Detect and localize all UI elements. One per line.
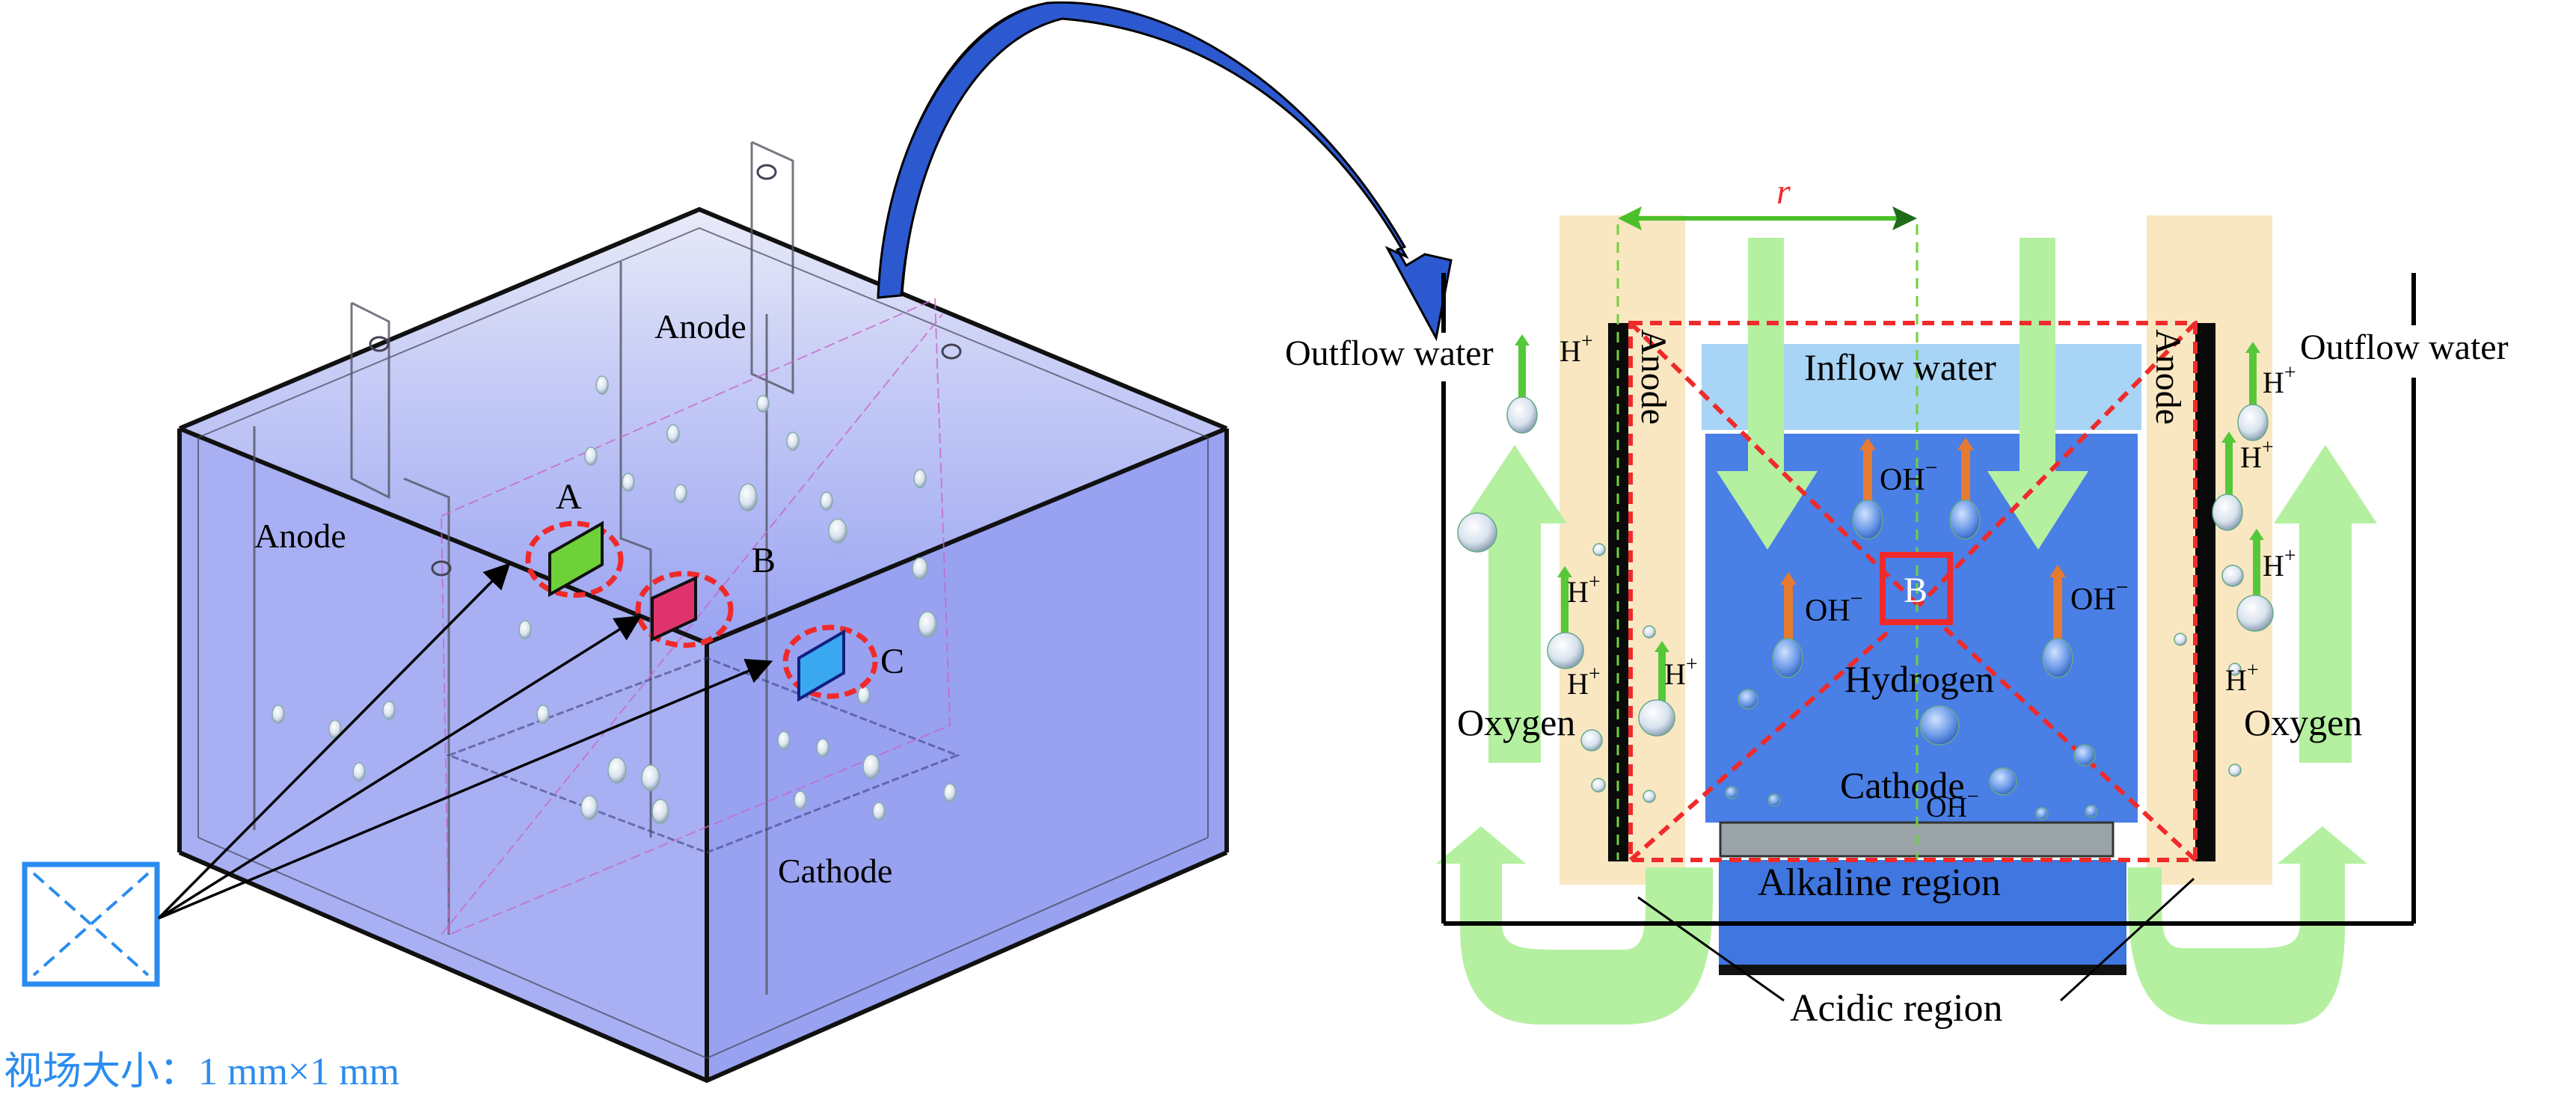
tab-hole bbox=[431, 560, 452, 577]
ion-h: H bbox=[1567, 667, 1589, 701]
ion-charge: + bbox=[2284, 361, 2296, 384]
label-acidic-region: Acidic region bbox=[1790, 987, 2002, 1030]
label-point-b: B bbox=[752, 541, 776, 580]
label-oxygen-right: Oxygen bbox=[2244, 701, 2362, 743]
tank-3d bbox=[177, 141, 1229, 1084]
up-arrow-right bbox=[2274, 445, 2377, 763]
ion-charge: + bbox=[1589, 663, 1601, 686]
label-point-a: A bbox=[556, 477, 582, 517]
label-oxygen-left: Oxygen bbox=[1457, 701, 1575, 743]
ion-charge: + bbox=[2262, 436, 2274, 459]
caption-field-of-view: 视场大小：1 mm×1 mm bbox=[4, 1051, 399, 1093]
label-anode-left: Anode bbox=[254, 517, 346, 555]
ion-h: H bbox=[2225, 663, 2247, 697]
svg-text:OH−: OH− bbox=[2070, 575, 2129, 617]
down-arrow-right bbox=[1987, 238, 2088, 550]
label-outflow-left: Outflow water bbox=[1285, 334, 1494, 373]
cross-section: r B bbox=[1436, 172, 2416, 1024]
point-b-marker[interactable]: B bbox=[1880, 552, 1953, 625]
tab-hole bbox=[941, 343, 962, 360]
ion-h: H bbox=[1560, 334, 1581, 368]
section-outline bbox=[1628, 321, 2198, 862]
svg-text:H+: H+ bbox=[2240, 436, 2274, 474]
flow-arrows bbox=[1436, 238, 2377, 1024]
ion-charge: + bbox=[2284, 544, 2296, 568]
label-inflow: Inflow water bbox=[1804, 346, 1996, 388]
ion-charge: − bbox=[1850, 586, 1863, 611]
h-plus-arrows bbox=[1515, 334, 2264, 710]
curved-arrow bbox=[877, 1, 1052, 299]
svg-text:H+: H+ bbox=[1567, 571, 1601, 609]
u-arrow-right bbox=[2128, 826, 2367, 1024]
sample-point-c[interactable] bbox=[782, 624, 878, 702]
ion-h: H bbox=[2263, 549, 2284, 583]
svg-text:H+: H+ bbox=[1567, 663, 1601, 701]
sample-patch-c bbox=[797, 629, 845, 702]
tab-hole bbox=[756, 164, 777, 180]
ion-charge: + bbox=[1686, 653, 1698, 676]
tank-bubbles bbox=[272, 375, 957, 824]
down-arrow-left bbox=[1717, 238, 1818, 550]
ion-oh: OH bbox=[1805, 594, 1850, 628]
acidic-region-pointers bbox=[1637, 877, 2195, 1002]
ion-h: H bbox=[1567, 575, 1589, 609]
ion-charge: + bbox=[1581, 330, 1593, 353]
oh-arrows bbox=[1780, 437, 2066, 643]
svg-text:OH−: OH− bbox=[1926, 785, 1979, 823]
ion-charge: + bbox=[2247, 659, 2259, 682]
anode-plates bbox=[253, 141, 794, 995]
sample-patch-b bbox=[651, 575, 697, 642]
radius-dimension bbox=[1618, 206, 1917, 230]
sample-point-a[interactable] bbox=[525, 520, 624, 598]
label-r: r bbox=[1776, 172, 1791, 212]
ion-h: H bbox=[1664, 657, 1686, 691]
tab-hole bbox=[369, 336, 390, 352]
ion-oh: OH bbox=[1926, 792, 1967, 823]
h-plus-labels: H+ H+ H+ H+ H+ H+ H+ H+ bbox=[1560, 330, 2296, 701]
label-point-c: C bbox=[880, 642, 904, 681]
ion-oh: OH bbox=[2070, 583, 2116, 617]
label-hydrogen: Hydrogen bbox=[1844, 658, 1994, 700]
label-alkaline-region: Alkaline region bbox=[1758, 861, 2001, 904]
svg-text:H+: H+ bbox=[2263, 544, 2296, 583]
ion-oh: OH bbox=[1880, 463, 1925, 497]
svg-text:H+: H+ bbox=[2263, 361, 2296, 399]
svg-text:H+: H+ bbox=[1560, 330, 1593, 368]
svg-text:H+: H+ bbox=[2225, 659, 2259, 697]
sample-point-b[interactable] bbox=[635, 571, 734, 648]
label-anode-top: Anode bbox=[654, 307, 746, 345]
ion-charge: − bbox=[1925, 455, 1938, 480]
label-cathode-section: Cathode bbox=[1840, 764, 1965, 806]
ion-charge: − bbox=[2116, 575, 2129, 600]
section-bubbles bbox=[1457, 396, 2274, 820]
cathode-plate bbox=[445, 657, 961, 854]
oh-minus-labels: OH− OH− OH− OH− bbox=[1805, 455, 2129, 823]
field-of-view-icon bbox=[22, 861, 160, 987]
svg-text:H+: H+ bbox=[1664, 653, 1698, 691]
label-outflow-right: Outflow water bbox=[2300, 328, 2509, 367]
ion-charge: + bbox=[1589, 571, 1601, 594]
ion-charge: − bbox=[1967, 785, 1979, 808]
curved-arrow-body bbox=[877, 1, 1453, 342]
sample-patch-a bbox=[548, 520, 604, 597]
anode-plate-right bbox=[2195, 323, 2215, 861]
svg-text:OH−: OH− bbox=[1805, 586, 1863, 628]
ion-h: H bbox=[2240, 440, 2262, 474]
alkaline-region-box bbox=[1719, 860, 2126, 972]
ion-h: H bbox=[2263, 366, 2284, 399]
svg-text:OH−: OH− bbox=[1880, 455, 1938, 497]
label-point-b-section: B bbox=[1904, 571, 1928, 610]
label-cathode: Cathode bbox=[778, 852, 892, 890]
pointer-lines bbox=[157, 562, 773, 920]
label-anode-left-section: Anode bbox=[1634, 329, 1673, 425]
u-arrow-left bbox=[1436, 826, 1713, 1024]
label-anode-right-section: Anode bbox=[2148, 329, 2188, 425]
